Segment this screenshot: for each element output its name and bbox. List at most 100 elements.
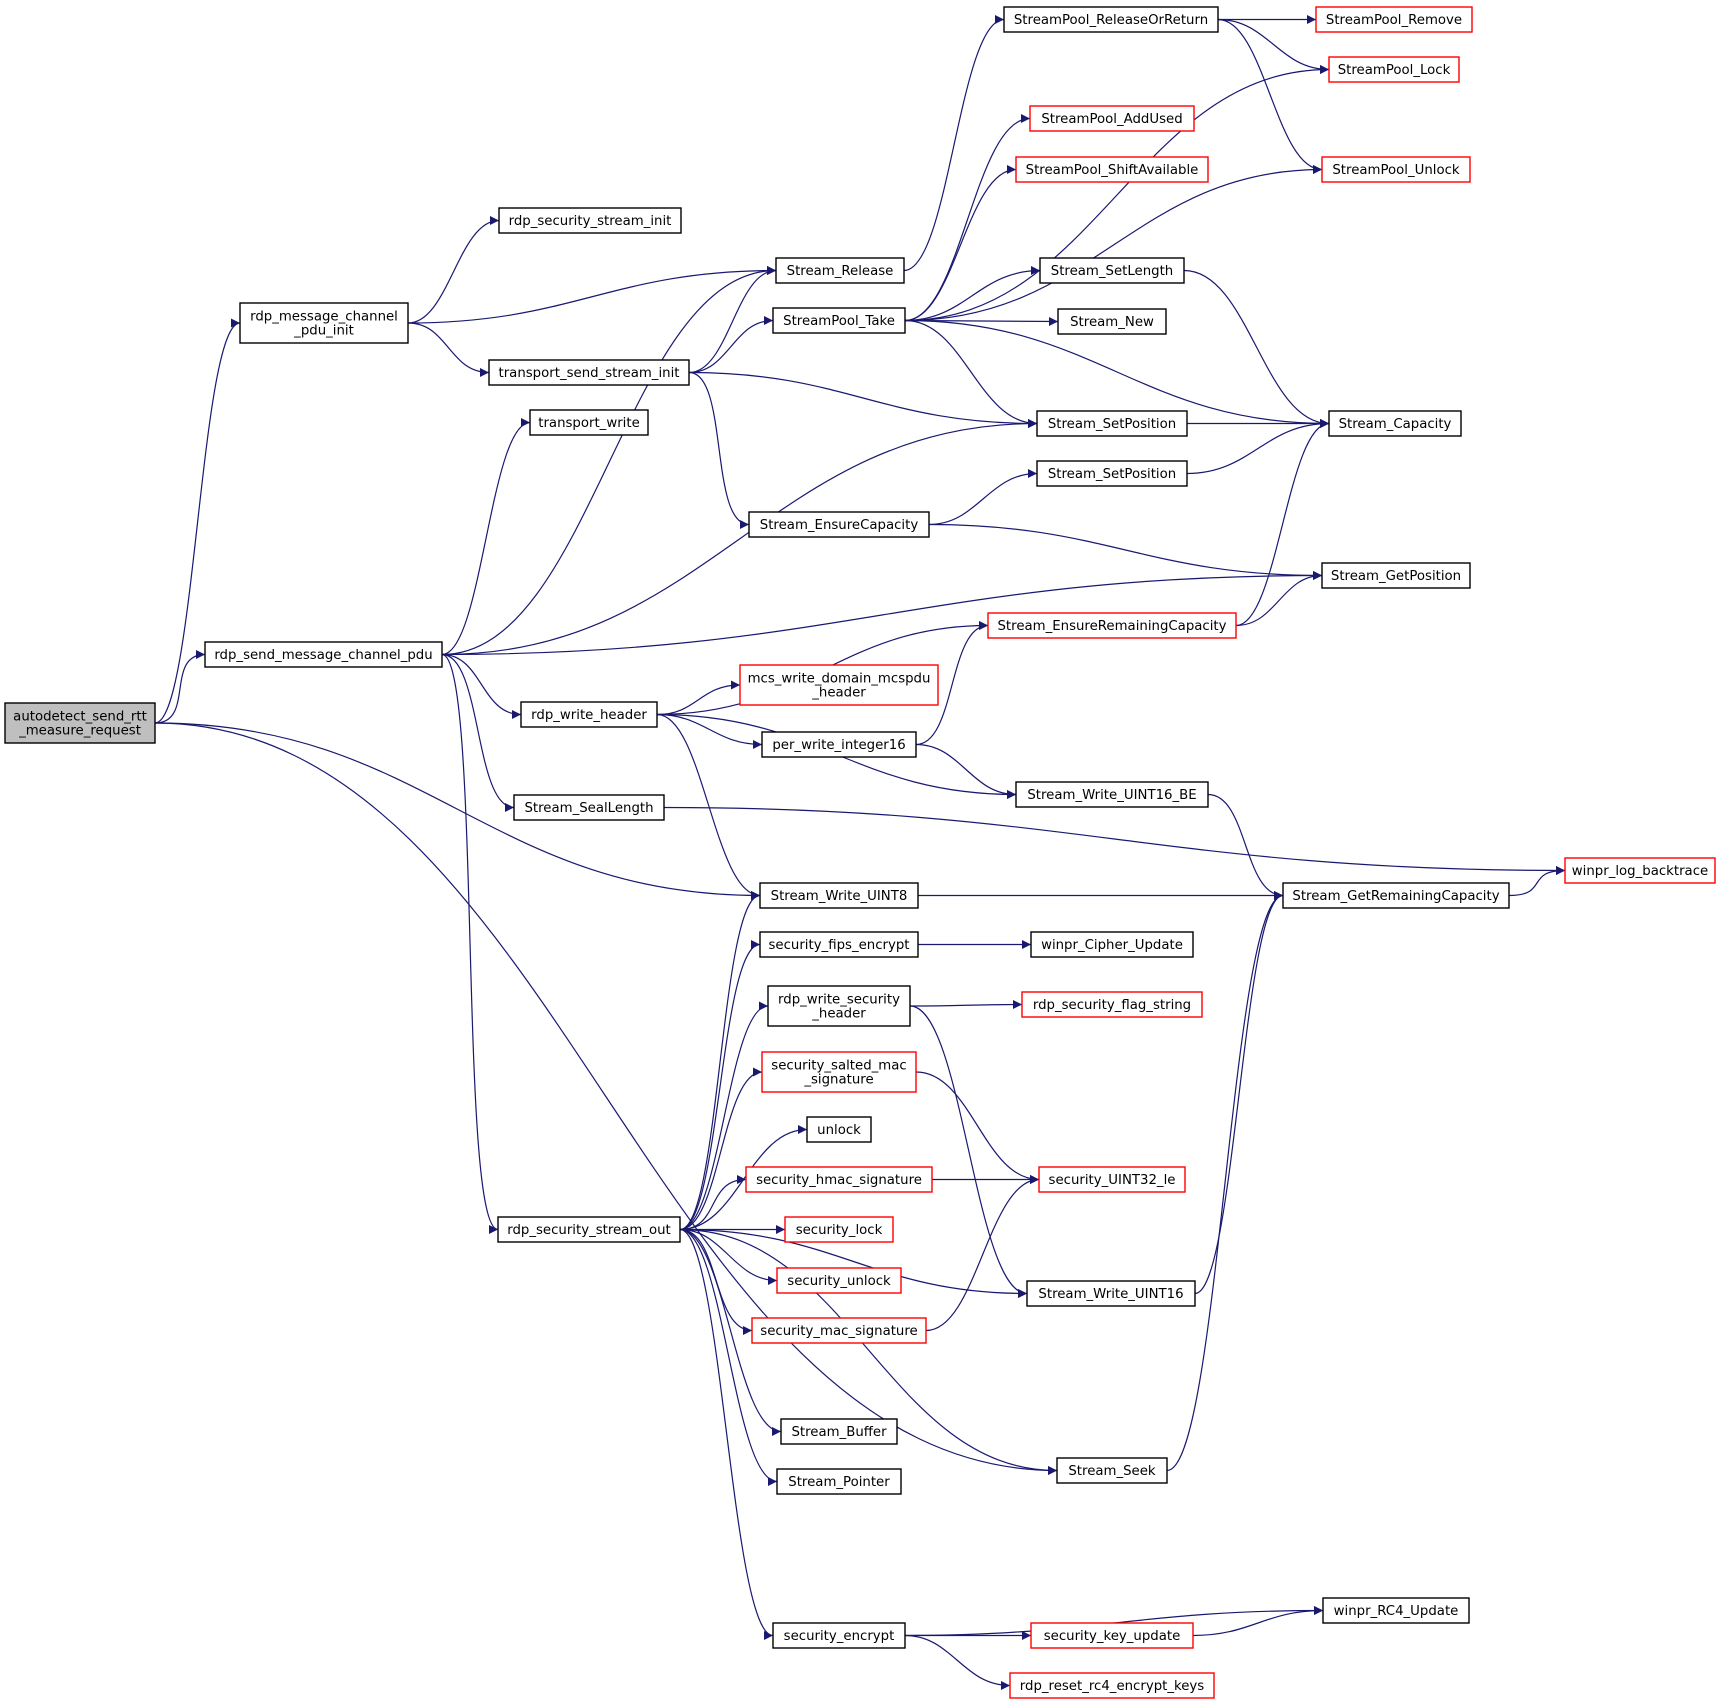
node-security_UINT32_le[interactable]: security_UINT32_le bbox=[1038, 1166, 1186, 1193]
node-label: StreamPool_ReleaseOrReturn bbox=[1014, 13, 1208, 28]
node-label: Stream_New bbox=[1070, 315, 1154, 330]
node-Stream_Pointer[interactable]: Stream_Pointer bbox=[776, 1468, 902, 1495]
node-rdp_message_channel_pdu_init[interactable]: rdp_message_channel_pdu_init bbox=[239, 302, 409, 344]
node-label: StreamPool_Take bbox=[783, 314, 895, 329]
edge-Stream_SetPosition_b-to-Stream_Capacity bbox=[1186, 419, 1330, 475]
node-Stream_EnsureRemainingCapacity[interactable]: Stream_EnsureRemainingCapacity bbox=[987, 612, 1237, 639]
node-label: StreamPool_Lock bbox=[1338, 63, 1451, 78]
node-label: _signature bbox=[803, 1073, 873, 1088]
node-security_lock[interactable]: security_lock bbox=[784, 1216, 894, 1243]
edge-rdp_security_stream_out-to-Stream_Write_UINT8 bbox=[679, 891, 761, 1231]
node-label: winpr_log_backtrace bbox=[1572, 864, 1708, 879]
node-transport_write[interactable]: transport_write bbox=[529, 409, 649, 436]
node-transport_send_stream_init[interactable]: transport_send_stream_init bbox=[488, 359, 690, 386]
node-label: rdp_security_stream_init bbox=[509, 214, 672, 229]
node-label: Stream_GetRemainingCapacity bbox=[1292, 889, 1499, 904]
edge-Stream_GetRemainingCapacity-to-winpr_log_backtrace bbox=[1508, 866, 1566, 897]
node-security_unlock[interactable]: security_unlock bbox=[776, 1267, 902, 1294]
edge-rdp_security_stream_out-to-Stream_Seek bbox=[679, 1228, 1058, 1475]
node-rdp_reset_rc4_encrypt_keys[interactable]: rdp_reset_rc4_encrypt_keys bbox=[1009, 1672, 1215, 1699]
node-label: Stream_SetLength bbox=[1051, 264, 1173, 279]
node-Stream_SealLength[interactable]: Stream_SealLength bbox=[513, 794, 665, 821]
node-label: _measure_request bbox=[18, 724, 141, 739]
node-label: rdp_security_stream_out bbox=[507, 1223, 671, 1238]
edge-rdp_send_message_channel_pdu-to-Stream_GetPosition bbox=[441, 571, 1323, 656]
node-Stream_Write_UINT16[interactable]: Stream_Write_UINT16 bbox=[1026, 1280, 1196, 1307]
node-label: autodetect_send_rtt bbox=[13, 710, 147, 725]
edge-rdp_write_header-to-mcs_write_domain_mcspdu_header bbox=[656, 680, 741, 716]
node-security_mac_signature[interactable]: security_mac_signature bbox=[751, 1317, 927, 1344]
node-StreamPool_ShiftAvailable[interactable]: StreamPool_ShiftAvailable bbox=[1015, 156, 1209, 183]
node-Stream_Release[interactable]: Stream_Release bbox=[775, 257, 905, 284]
edge-Stream_SetLength-to-Stream_Capacity bbox=[1183, 269, 1330, 428]
node-Stream_New[interactable]: Stream_New bbox=[1057, 308, 1167, 335]
node-label: _header bbox=[811, 686, 866, 701]
node-label: security_mac_signature bbox=[760, 1324, 917, 1339]
edge-StreamPool_Take-to-Stream_Capacity bbox=[904, 319, 1330, 428]
node-rdp_send_message_channel_pdu[interactable]: rdp_send_message_channel_pdu bbox=[204, 641, 443, 668]
edge-security_mac_signature-to-security_UINT32_le bbox=[925, 1175, 1040, 1332]
node-security_hmac_signature[interactable]: security_hmac_signature bbox=[745, 1166, 933, 1193]
node-label: Stream_Write_UINT8 bbox=[771, 889, 908, 904]
node-rdp_write_header[interactable]: rdp_write_header bbox=[520, 701, 658, 728]
node-label: Stream_Seek bbox=[1068, 1464, 1156, 1479]
node-StreamPool_ReleaseOrReturn[interactable]: StreamPool_ReleaseOrReturn bbox=[1003, 6, 1219, 33]
node-rdp_security_flag_string[interactable]: rdp_security_flag_string bbox=[1021, 991, 1203, 1018]
edge-transport_send_stream_init-to-Stream_SetPosition_a bbox=[688, 371, 1038, 428]
node-label: Stream_SealLength bbox=[524, 801, 653, 816]
edge-StreamPool_Take-to-StreamPool_Unlock bbox=[904, 165, 1323, 322]
node-label: winpr_RC4_Update bbox=[1334, 1604, 1459, 1619]
node-label: Stream_SetPosition bbox=[1048, 417, 1176, 432]
node-Stream_Seek[interactable]: Stream_Seek bbox=[1056, 1457, 1168, 1484]
edge-StreamPool_ReleaseOrReturn-to-StreamPool_Unlock bbox=[1217, 18, 1323, 174]
node-Stream_SetLength[interactable]: Stream_SetLength bbox=[1039, 257, 1185, 284]
node-unlock[interactable]: unlock bbox=[806, 1116, 872, 1143]
edge-rdp_write_security_header-to-rdp_security_flag_string bbox=[909, 1000, 1023, 1010]
edge-rdp_send_message_channel_pdu-to-rdp_write_header bbox=[441, 653, 522, 719]
edge-rdp_write_header-to-Stream_Write_UINT8 bbox=[656, 713, 761, 900]
node-label: Stream_Pointer bbox=[788, 1475, 890, 1490]
node-Stream_Capacity[interactable]: Stream_Capacity bbox=[1328, 410, 1462, 437]
node-Stream_Write_UINT8[interactable]: Stream_Write_UINT8 bbox=[759, 882, 919, 909]
node-StreamPool_Lock[interactable]: StreamPool_Lock bbox=[1328, 56, 1460, 83]
node-Stream_EnsureCapacity[interactable]: Stream_EnsureCapacity bbox=[748, 511, 930, 538]
node-autodetect_send_rtt_measure_request[interactable]: autodetect_send_rtt_measure_request bbox=[4, 702, 156, 744]
node-winpr_log_backtrace[interactable]: winpr_log_backtrace bbox=[1564, 857, 1716, 884]
node-rdp_write_security_header[interactable]: rdp_write_security_header bbox=[767, 985, 911, 1027]
node-winpr_Cipher_Update[interactable]: winpr_Cipher_Update bbox=[1030, 931, 1194, 958]
edge-Stream_Release-to-StreamPool_ReleaseOrReturn bbox=[903, 15, 1005, 272]
node-winpr_RC4_Update[interactable]: winpr_RC4_Update bbox=[1322, 1597, 1470, 1624]
node-Stream_Write_UINT16_BE[interactable]: Stream_Write_UINT16_BE bbox=[1015, 781, 1209, 808]
node-label: _pdu_init bbox=[293, 324, 354, 339]
node-StreamPool_Unlock[interactable]: StreamPool_Unlock bbox=[1321, 156, 1471, 183]
node-Stream_GetRemainingCapacity[interactable]: Stream_GetRemainingCapacity bbox=[1282, 882, 1510, 909]
edge-rdp_send_message_channel_pdu-to-Stream_SealLength bbox=[441, 653, 515, 812]
node-Stream_SetPosition_a[interactable]: Stream_SetPosition bbox=[1036, 410, 1188, 437]
edge-autodetect_send_rtt_measure_request-to-rdp_send_message_channel_pdu bbox=[154, 650, 206, 724]
edge-StreamPool_Take-to-Stream_SetLength bbox=[904, 266, 1041, 322]
node-Stream_Buffer[interactable]: Stream_Buffer bbox=[780, 1418, 898, 1445]
node-security_key_update[interactable]: security_key_update bbox=[1030, 1622, 1194, 1649]
edge-Stream_EnsureRemainingCapacity-to-Stream_Capacity bbox=[1235, 419, 1330, 627]
node-mcs_write_domain_mcspdu_header[interactable]: mcs_write_domain_mcspdu_header bbox=[739, 664, 939, 706]
node-StreamPool_Remove[interactable]: StreamPool_Remove bbox=[1315, 6, 1473, 33]
edge-per_write_integer16-to-Stream_Write_UINT16_BE bbox=[915, 743, 1017, 799]
node-label: StreamPool_ShiftAvailable bbox=[1026, 163, 1199, 178]
node-StreamPool_Take[interactable]: StreamPool_Take bbox=[772, 307, 906, 334]
node-label: rdp_reset_rc4_encrypt_keys bbox=[1020, 1679, 1205, 1694]
edge-StreamPool_Take-to-Stream_SetPosition_a bbox=[904, 319, 1038, 428]
node-label: Stream_Buffer bbox=[791, 1425, 887, 1440]
node-Stream_GetPosition[interactable]: Stream_GetPosition bbox=[1321, 562, 1471, 589]
node-security_salted_mac_signature[interactable]: security_salted_mac_signature bbox=[761, 1051, 917, 1093]
node-label: transport_send_stream_init bbox=[499, 366, 680, 381]
node-security_fips_encrypt[interactable]: security_fips_encrypt bbox=[759, 931, 919, 958]
node-rdp_security_stream_init[interactable]: rdp_security_stream_init bbox=[498, 207, 682, 234]
node-per_write_integer16[interactable]: per_write_integer16 bbox=[761, 731, 917, 758]
node-security_encrypt[interactable]: security_encrypt bbox=[772, 1622, 906, 1649]
node-StreamPool_AddUsed[interactable]: StreamPool_AddUsed bbox=[1029, 105, 1195, 132]
node-Stream_SetPosition_b[interactable]: Stream_SetPosition bbox=[1036, 460, 1188, 487]
node-rdp_security_stream_out[interactable]: rdp_security_stream_out bbox=[497, 1216, 681, 1243]
node-label: StreamPool_Unlock bbox=[1332, 163, 1460, 178]
node-label: Stream_Capacity bbox=[1339, 417, 1452, 432]
node-label: Stream_GetPosition bbox=[1331, 569, 1461, 584]
